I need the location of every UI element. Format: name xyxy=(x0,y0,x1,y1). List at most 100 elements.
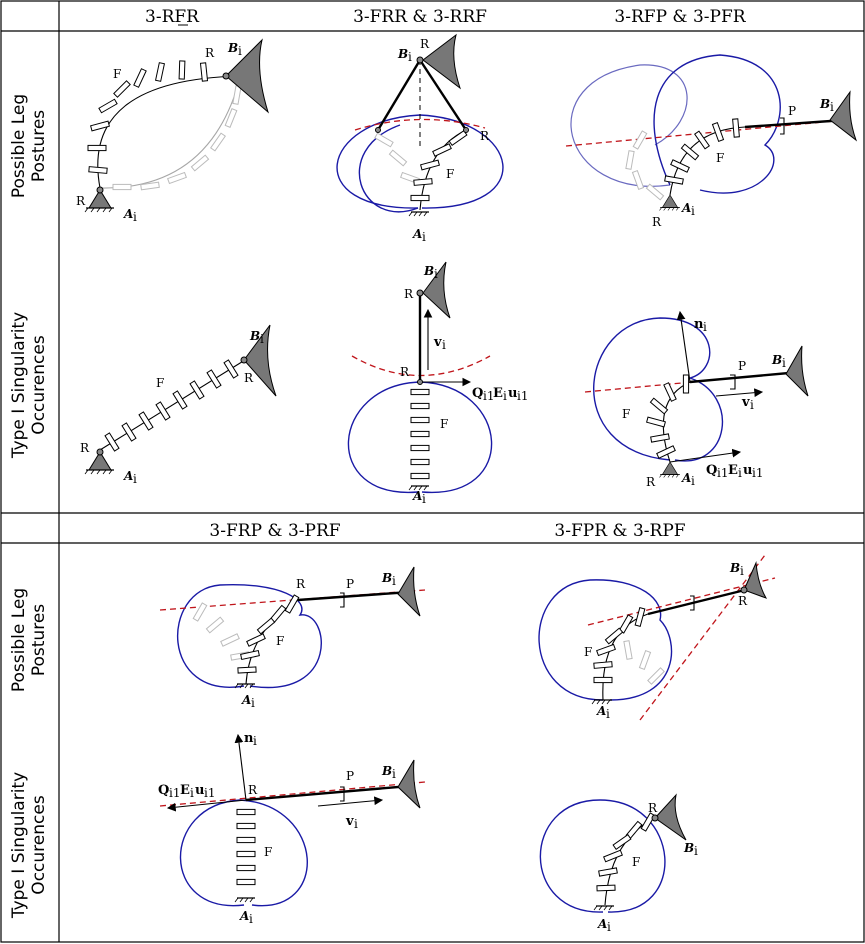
svg-text:B: B xyxy=(249,329,260,343)
platform-b xyxy=(397,566,421,617)
svg-text:F: F xyxy=(156,376,164,390)
svg-text:i: i xyxy=(607,920,611,934)
svg-text:F: F xyxy=(584,645,592,659)
svg-text:B: B xyxy=(729,561,740,575)
vertebrae-faint xyxy=(623,640,665,685)
svg-text:R: R xyxy=(480,129,490,143)
vertebrae-faint xyxy=(374,132,420,185)
svg-text:F: F xyxy=(632,855,640,869)
svg-text:i: i xyxy=(434,267,438,281)
platform-b xyxy=(397,759,421,809)
workspace-curve-faint xyxy=(570,64,688,187)
svg-text:i: i xyxy=(253,734,257,748)
svg-text:Postures: Postures xyxy=(29,110,49,182)
svg-text:Occurences: Occurences xyxy=(29,795,49,895)
svg-text:B: B xyxy=(819,97,830,111)
svg-text:v: v xyxy=(433,335,442,350)
svg-text:P: P xyxy=(346,577,354,591)
svg-text:A: A xyxy=(681,201,691,215)
svg-text:i: i xyxy=(606,707,610,721)
workspace-curve-2 xyxy=(358,124,419,213)
svg-text:F: F xyxy=(622,407,630,421)
platform-b xyxy=(785,345,809,397)
svg-text:i1: i1 xyxy=(752,466,763,480)
vertebrae xyxy=(237,594,300,674)
svg-text:i: i xyxy=(392,767,396,781)
svg-text:P: P xyxy=(738,359,746,373)
header-3-frp-3-prf: 3-FRP & 3-PRF xyxy=(209,521,340,541)
header-3-fpr-3-rpf: 3-FPR & 3-RPF xyxy=(554,521,685,541)
vertebrae xyxy=(646,374,690,459)
vertebrae xyxy=(87,60,209,174)
svg-text:R: R xyxy=(244,371,254,385)
singularity-line xyxy=(587,577,776,626)
svg-text:i1: i1 xyxy=(483,389,494,403)
platform-b xyxy=(225,38,269,114)
svg-text:R: R xyxy=(296,577,306,591)
svg-text:R: R xyxy=(652,215,662,229)
workspace-curve xyxy=(653,54,781,194)
svg-text:v: v xyxy=(741,395,750,410)
svg-text:i: i xyxy=(249,912,253,926)
vertebrae xyxy=(593,607,646,684)
svg-text:R: R xyxy=(738,594,748,608)
svg-text:n: n xyxy=(244,731,254,746)
svg-text:B: B xyxy=(683,841,694,855)
svg-text:E: E xyxy=(493,386,503,401)
svg-text:n: n xyxy=(694,317,704,332)
workspace-curve xyxy=(539,799,666,913)
svg-text:B: B xyxy=(227,41,238,55)
vertebrae-faint xyxy=(625,130,665,201)
singularity-line xyxy=(159,781,426,807)
svg-text:i1: i1 xyxy=(204,786,215,800)
svg-text:F: F xyxy=(276,634,284,648)
vertebrae xyxy=(410,388,430,480)
flexible-link-faint xyxy=(99,77,241,189)
svg-text:Type I Singularity: Type I Singularity xyxy=(9,772,29,919)
svg-text:F: F xyxy=(113,67,121,81)
row-label-postures-2: Possible Leg Postures xyxy=(9,588,49,692)
svg-text:A: A xyxy=(597,917,607,931)
svg-text:Possible Leg: Possible Leg xyxy=(9,94,29,198)
header-3-frr-3-rrf: 3-FRR & 3-RRF xyxy=(353,7,487,27)
svg-text:R: R xyxy=(76,194,86,208)
svg-text:Postures: Postures xyxy=(29,604,49,676)
platform-b xyxy=(654,793,687,841)
svg-text:Q: Q xyxy=(158,783,169,798)
vertebrae xyxy=(236,808,256,886)
svg-text:i: i xyxy=(694,844,698,858)
svg-text:R: R xyxy=(205,46,215,60)
header-3-rfr: 3-RFR xyxy=(145,7,200,27)
svg-text:F: F xyxy=(446,167,454,181)
vertebrae xyxy=(596,812,656,892)
header-3-rfp-3-pfr: 3-RFP & 3-PFR xyxy=(614,7,746,27)
svg-text:A: A xyxy=(412,489,422,503)
workspace-curve xyxy=(177,583,322,689)
svg-text:i1: i1 xyxy=(517,389,528,403)
svg-text:i: i xyxy=(738,466,742,480)
svg-text:E: E xyxy=(728,463,738,478)
svg-text:R: R xyxy=(80,441,90,455)
svg-text:i: i xyxy=(750,398,754,412)
svg-text:B: B xyxy=(771,353,782,367)
svg-text:R: R xyxy=(420,37,430,51)
svg-text:A: A xyxy=(241,693,251,707)
svg-text:A: A xyxy=(412,227,422,241)
svg-text:B: B xyxy=(423,264,434,278)
svg-text:R: R xyxy=(404,287,414,301)
svg-text:i: i xyxy=(691,204,695,218)
workspace-curve xyxy=(179,799,308,907)
svg-text:v: v xyxy=(345,814,354,829)
row-label-singularity-1: Type I Singularity Occurences xyxy=(9,312,49,459)
svg-text:B: B xyxy=(381,764,392,778)
svg-text:i: i xyxy=(133,210,137,224)
workspace-curve xyxy=(336,114,504,209)
svg-text:i: i xyxy=(354,817,358,831)
